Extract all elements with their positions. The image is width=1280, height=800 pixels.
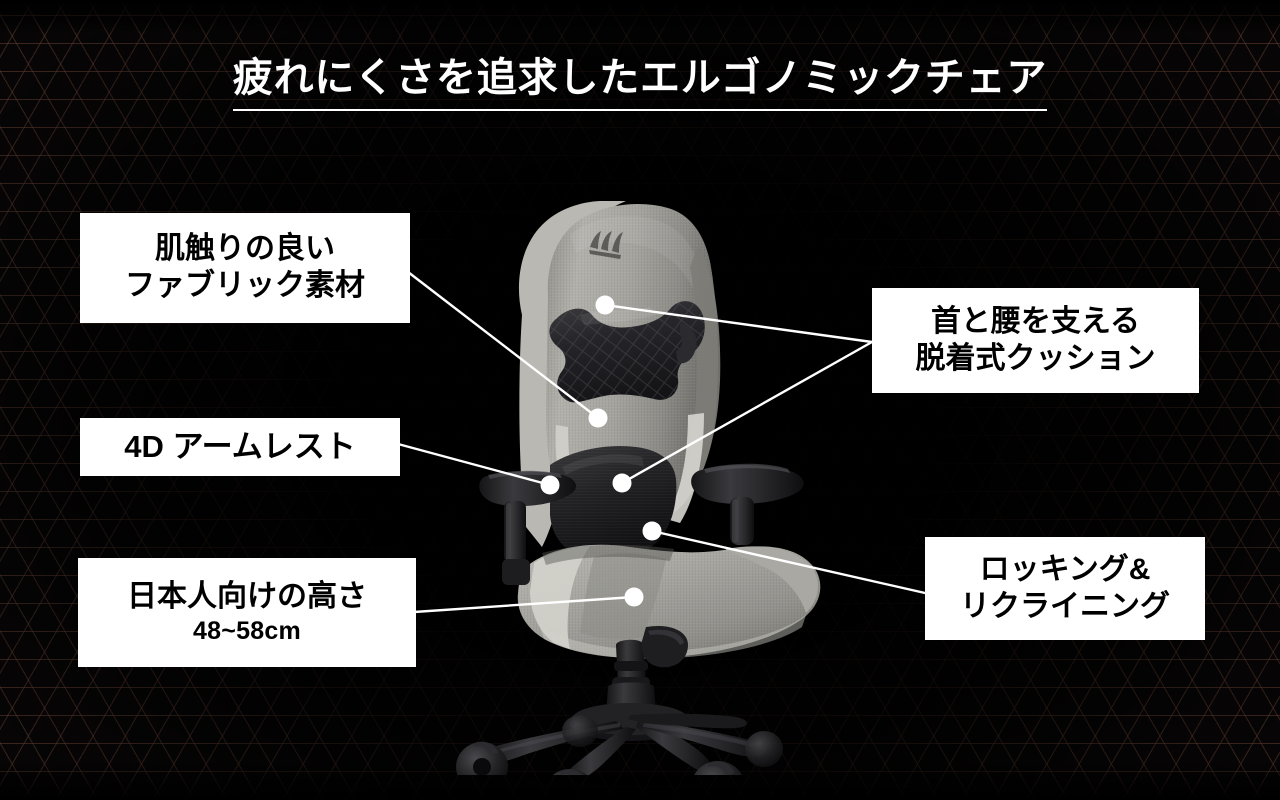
height-callout-value: 48~58cm [192,616,302,645]
lumbar-cushion [550,445,677,560]
cushion-callout-line-2: 脱着式クッション [915,341,1156,375]
gaming-chair-illustration [430,175,860,800]
rocking-callout-line-2: リクライニング [960,589,1170,623]
five-star-base [456,703,783,800]
seat-height-callout: 日本人向けの高さ 48~58cm [78,558,416,667]
cushion-callout-line-1: 首と腰を支える [930,304,1141,338]
rocking-reclining-callout: ロッキング& リクライニング [925,537,1205,640]
armrest-right [691,463,804,545]
fabric-callout-line-1: 肌触りの良い [155,232,335,266]
fabric-callout-line-2: ファブリック素材 [125,269,365,302]
fabric-material-callout: 肌触りの良い ファブリック素材 [80,213,410,323]
armrest-callout: 4D アームレスト [80,418,400,476]
rocking-callout-line-1: ロッキング& [979,552,1151,586]
armrest-callout-line-1: 4D アームレスト [124,429,356,465]
detachable-cushion-callout: 首と腰を支える 脱着式クッション [872,288,1199,393]
title-container: 疲れにくさを追求したエルゴノミックチェア [0,56,1280,111]
height-callout-line-1: 日本人向けの高さ [127,579,367,613]
page-title: 疲れにくさを追求したエルゴノミックチェア [232,56,1048,111]
